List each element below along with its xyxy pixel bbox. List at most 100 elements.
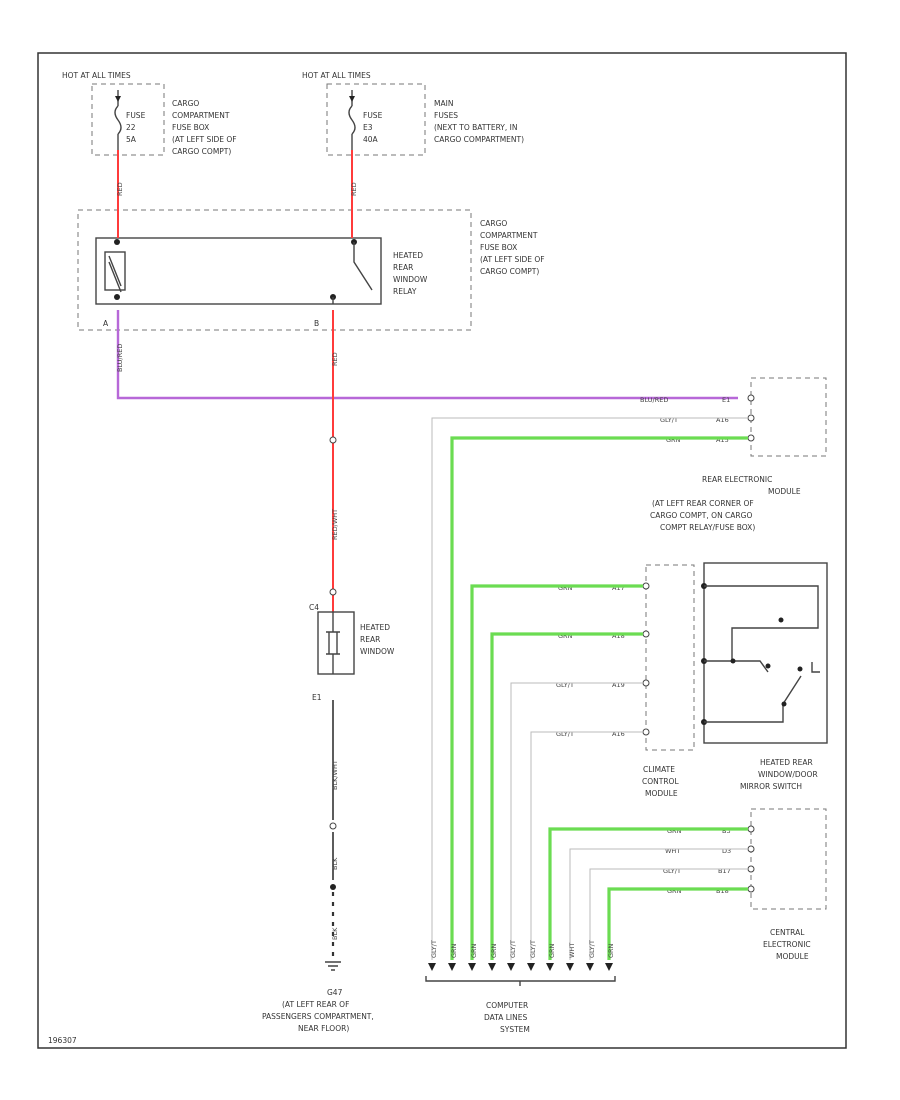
fuse-e3-location-2: FUSES — [434, 111, 458, 120]
wire-white-ccm-a16 — [530, 731, 643, 960]
heated-rear-window-switch: HEATED REAR WINDOW/DOOR MIRROR SWITCH — [701, 562, 828, 791]
figure-id: 196307 — [48, 1036, 77, 1045]
relay-box-2: COMPARTMENT — [480, 231, 538, 240]
hrw-name-3: WINDOW — [360, 647, 395, 656]
climate-control-module: A17 A18 A19 A16 GRN GRN GLY/T GLY/T CLIM… — [556, 564, 695, 798]
relay-coil — [104, 251, 126, 291]
wire-green-cem-b3 — [548, 827, 748, 960]
wire-label-purple-horizontal: BLU/RED — [640, 396, 668, 404]
diagram-frame — [37, 52, 847, 1049]
wire-label-red-wht: RED/WHT — [331, 509, 339, 540]
relay-pin-a: A — [103, 319, 109, 328]
switch-name-3: MIRROR SWITCH — [740, 782, 802, 791]
bus-name-3: SYSTEM — [500, 1025, 530, 1034]
hrw-name-2: REAR — [360, 635, 380, 644]
computer-data-lines: GLY/T GRN GRN GRN GLY/T GLY/T GRN WHT GL… — [425, 940, 616, 1034]
ccm-wire-4: GLY/T — [556, 730, 574, 738]
rem-pin-3: A15 — [716, 436, 729, 444]
heated-rear-window-grid — [317, 611, 355, 675]
bus-name-2: DATA LINES — [484, 1013, 527, 1022]
fuse-e3-location-4: CARGO COMPARTMENT) — [434, 135, 524, 144]
connector-c4: C4 — [309, 603, 319, 612]
ccm-name-3: MODULE — [645, 789, 678, 798]
bus-label-1: GLY/T — [430, 940, 438, 958]
fuse-e3-location-3: (NEXT TO BATTERY, IN — [434, 123, 517, 132]
cem-name-2: ELECTRONIC — [763, 940, 811, 949]
wire-green-cem-b18 — [607, 887, 748, 960]
ground-name-3: PASSENGERS COMPARTMENT, — [262, 1012, 374, 1021]
cem-name-3: MODULE — [776, 952, 809, 961]
wire-green-rem-a15 — [450, 436, 748, 960]
central-electronic-module: B3 D3 B17 B18 GRN WHT GLY/T GRN CENTRAL … — [663, 808, 827, 961]
rem-name-3: (AT LEFT REAR CORNER OF — [652, 499, 754, 508]
ground-symbol — [325, 961, 341, 971]
rem-outline — [750, 377, 827, 457]
rem-pin-1: E1 — [722, 396, 730, 404]
wire-white-cem-d3 — [569, 848, 748, 960]
fuse-e3-source: HOT AT ALL TIMES FUSE E3 40A MAIN FUSES … — [302, 71, 524, 156]
wire-label-red-1: RED — [116, 182, 124, 196]
ccm-outline — [645, 564, 695, 751]
wire-purple-relay-to-rem — [116, 310, 738, 400]
fuse-22-label-3: 5A — [126, 135, 137, 144]
ccm-name-1: CLIMATE — [643, 765, 675, 774]
heated-rear-window: C4 HEATED REAR WINDOW E1 — [309, 603, 395, 702]
bus-label-4: GRN — [490, 943, 498, 958]
connector-e1: E1 — [312, 693, 322, 702]
rear-electronic-module: E1 A16 A15 GLY/T GRN REAR ELECTRONIC MOD… — [650, 377, 827, 532]
fuse-22-label-2: 22 — [126, 123, 136, 132]
hot-label-fuse-e3: HOT AT ALL TIMES — [302, 71, 371, 80]
rem-wire-2: GLY/T — [660, 416, 678, 424]
wire-green-ccm-a18 — [490, 632, 643, 960]
cem-outline — [750, 808, 827, 910]
switch-name-1: HEATED REAR — [760, 758, 813, 767]
cem-name-1: CENTRAL — [770, 928, 805, 937]
rem-wire-3: GRN — [666, 436, 681, 444]
bus-label-2: GRN — [450, 943, 458, 958]
wire-white-rem-a16 — [431, 417, 748, 960]
fuse-22-location-3: FUSE BOX — [172, 123, 209, 132]
cem-wire-1: GRN — [667, 827, 682, 835]
cem-wire-2: WHT — [665, 847, 680, 855]
wire-label-red-2: RED — [350, 182, 358, 196]
ground-name-2: (AT LEFT REAR OF — [282, 1000, 349, 1009]
ccm-name-2: CONTROL — [642, 777, 679, 786]
cem-pin-1: B3 — [722, 827, 731, 835]
bus-label-7: GRN — [548, 943, 556, 958]
wire-green-ccm-a17 — [470, 584, 643, 960]
cem-wire-4: GRN — [667, 887, 682, 895]
fuse-e3-label-3: 40A — [363, 135, 379, 144]
wire-label-blk-2: BLK — [331, 927, 339, 940]
cem-pin-4: B18 — [716, 887, 729, 895]
fuse-e3-label-1: FUSE — [363, 111, 383, 120]
hot-label-fuse-22: HOT AT ALL TIMES — [62, 71, 131, 80]
rem-pin-2: A16 — [716, 416, 729, 424]
fuse-22-label-1: FUSE — [126, 111, 146, 120]
fuse-22-location-1: CARGO — [172, 99, 199, 108]
relay-box-4: (AT LEFT SIDE OF — [480, 255, 545, 264]
switch-outline — [703, 562, 828, 744]
ccm-pin-4: A16 — [612, 730, 625, 738]
fuse-22-location-5: CARGO COMPT) — [172, 147, 231, 156]
wire-white-cem-b17 — [589, 868, 748, 960]
relay-pin-b: B — [314, 319, 319, 328]
rem-name-1: REAR ELECTRONIC — [702, 475, 772, 484]
fuse-22-source: HOT AT ALL TIMES FUSE 22 5A CARGO COMPAR… — [62, 71, 237, 156]
relay-box-3: FUSE BOX — [480, 243, 517, 252]
switch-name-2: WINDOW/DOOR — [758, 770, 818, 779]
rem-name-2: MODULE — [768, 487, 801, 496]
cem-pin-3: B17 — [718, 867, 731, 875]
cem-pin-2: D3 — [722, 847, 731, 855]
ccm-wire-3: GLY/T — [556, 681, 574, 689]
fuse-e3-location-1: MAIN — [434, 99, 453, 108]
ccm-pin-1: A17 — [612, 584, 625, 592]
bus-label-8: WHT — [568, 943, 576, 958]
bus-bracket — [425, 976, 616, 986]
fuse-box-e3-outline — [326, 83, 426, 156]
relay-name-3: WINDOW — [393, 275, 428, 284]
wire-label-blk-1: BLK — [331, 857, 339, 870]
bus-label-5: GLY/T — [509, 940, 517, 958]
rem-name-4: CARGO COMPT, ON CARGO — [650, 511, 752, 520]
rem-name-5: COMPT RELAY/FUSE BOX) — [660, 523, 755, 532]
relay-name-1: HEATED — [393, 251, 423, 260]
